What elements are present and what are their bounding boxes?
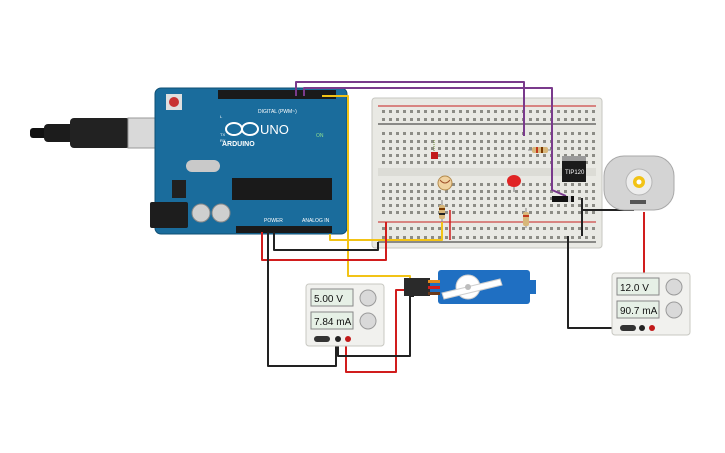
- wire-purple-transistor: [303, 87, 567, 197]
- right-power-switch[interactable]: [620, 325, 636, 331]
- breadboard[interactable]: [371, 97, 603, 249]
- right-current-readout: 90.7 mA: [620, 306, 658, 317]
- wire-black-gnd-bb: [273, 232, 379, 251]
- breadboard-holes: [382, 110, 595, 239]
- arduino-logo: [225, 122, 259, 136]
- l-label: L: [220, 114, 223, 119]
- right-voltage-readout: 12.0 V: [620, 283, 649, 294]
- power-analog-header[interactable]: [236, 226, 332, 233]
- red-led[interactable]: [507, 175, 521, 192]
- left-neg-terminal[interactable]: [335, 336, 341, 342]
- left-current-knob[interactable]: [359, 312, 377, 330]
- tip120-transistor[interactable]: TIP120: [562, 156, 586, 182]
- left-power-switch[interactable]: [314, 336, 330, 342]
- on-label: ON: [316, 133, 324, 139]
- left-voltage-readout: 5.00 V: [314, 294, 343, 305]
- right-voltage-knob[interactable]: [665, 278, 683, 296]
- resistor-analog[interactable]: [439, 200, 445, 222]
- photoresistor[interactable]: [437, 175, 453, 191]
- diode[interactable]: [552, 196, 574, 202]
- arduino-brand-text: ARDUINO: [222, 141, 255, 148]
- right-neg-terminal[interactable]: [639, 325, 645, 331]
- dc-motor[interactable]: [603, 155, 675, 211]
- resistor-base[interactable]: [523, 208, 529, 228]
- red-led-small[interactable]: [431, 140, 438, 159]
- left-current-readout: 7.84 mA: [314, 317, 352, 328]
- power-label: POWER: [264, 218, 283, 224]
- capacitor-1: [191, 203, 211, 223]
- crystal: [186, 160, 220, 172]
- atmega-chip: [232, 178, 332, 200]
- left-voltage-knob[interactable]: [359, 289, 377, 307]
- power-supply-right[interactable]: 12.0 V 90.7 mA: [611, 272, 691, 336]
- wire-black-gnd-supply: [267, 232, 337, 367]
- arduino-uno-board[interactable]: ARDUINO UNO DIGITAL (PWM~) POWER ANALOG …: [150, 87, 348, 235]
- digital-label: DIGITAL (PWM~): [258, 109, 297, 115]
- rx-label: RX: [220, 138, 226, 143]
- right-pos-terminal[interactable]: [649, 325, 655, 331]
- left-pos-terminal[interactable]: [345, 336, 351, 342]
- power-supply-left[interactable]: 5.00 V 7.84 mA: [305, 283, 385, 347]
- wire-purple-top: [295, 81, 525, 136]
- right-current-knob[interactable]: [665, 301, 683, 319]
- dc-barrel-jack: [150, 202, 188, 228]
- transistor-label: TIP120: [565, 170, 585, 176]
- digital-header[interactable]: [218, 90, 336, 99]
- servo-connector: [404, 278, 430, 296]
- analog-label: ANALOG IN: [302, 218, 330, 224]
- usb-cable: [30, 117, 169, 149]
- resistor-led[interactable]: [528, 147, 552, 153]
- arduino-model-text: UNO: [260, 122, 289, 137]
- capacitor-2: [211, 203, 231, 223]
- tx-label: TX: [220, 132, 225, 137]
- wire-red-5v-bb: [261, 222, 387, 261]
- wire-red-supply-servo: [345, 289, 410, 373]
- servo-motor[interactable]: [404, 270, 536, 304]
